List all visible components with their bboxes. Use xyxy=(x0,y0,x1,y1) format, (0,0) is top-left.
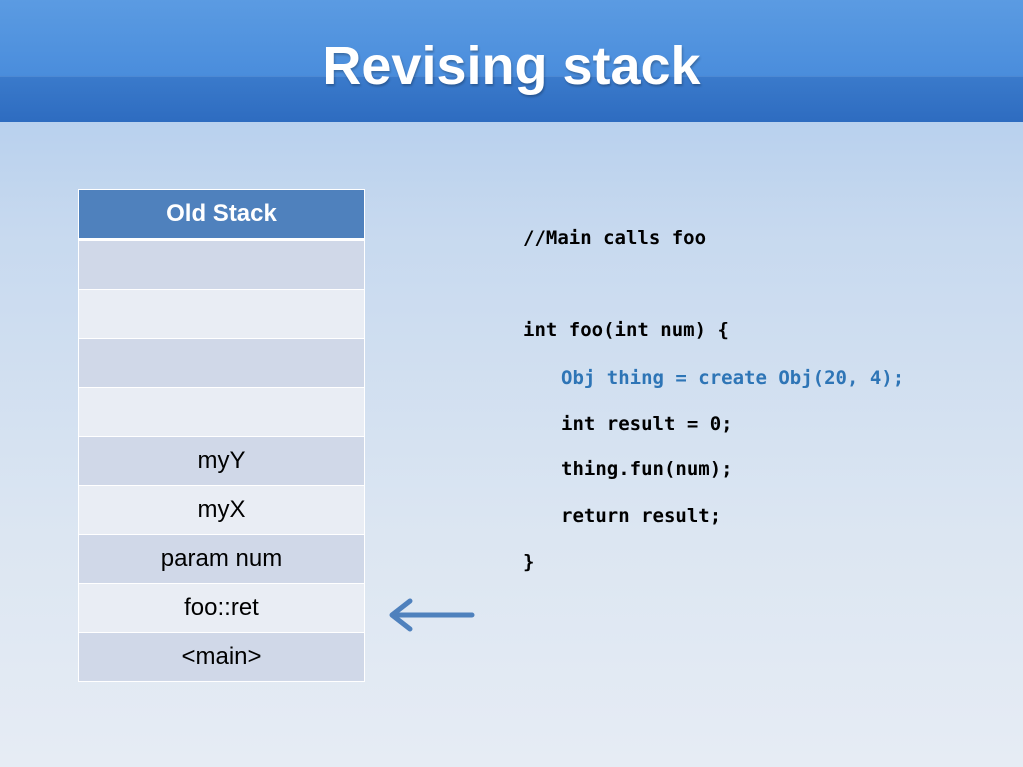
code-closing-brace: } xyxy=(523,551,535,573)
code-fun-line: thing.fun(num); xyxy=(561,458,733,480)
stack-cell-param-num: param num xyxy=(78,534,365,584)
stack-cell-main: <main> xyxy=(78,632,365,682)
stack-cell xyxy=(78,289,365,339)
stack-cell-myy: myY xyxy=(78,436,365,486)
stack-cell xyxy=(78,338,365,388)
stack-header: Old Stack xyxy=(78,189,365,241)
code-result-line: int result = 0; xyxy=(561,413,733,435)
stack-cell xyxy=(78,387,365,437)
stack-cell-foo-ret: foo::ret xyxy=(78,583,365,633)
code-comment: //Main calls foo xyxy=(523,227,707,249)
old-stack-table: Old Stack myY myX param num foo::ret <ma… xyxy=(78,189,365,682)
left-arrow-icon xyxy=(389,598,475,632)
code-create-line: Obj thing = create Obj(20, 4); xyxy=(561,367,905,389)
title-bar: Revising stack xyxy=(0,0,1023,122)
stack-cell xyxy=(78,239,365,290)
stack-cell-myx: myX xyxy=(78,485,365,535)
slide-title: Revising stack xyxy=(322,36,701,96)
code-signature: int foo(int num) { xyxy=(523,319,729,341)
code-return-line: return result; xyxy=(561,505,722,527)
